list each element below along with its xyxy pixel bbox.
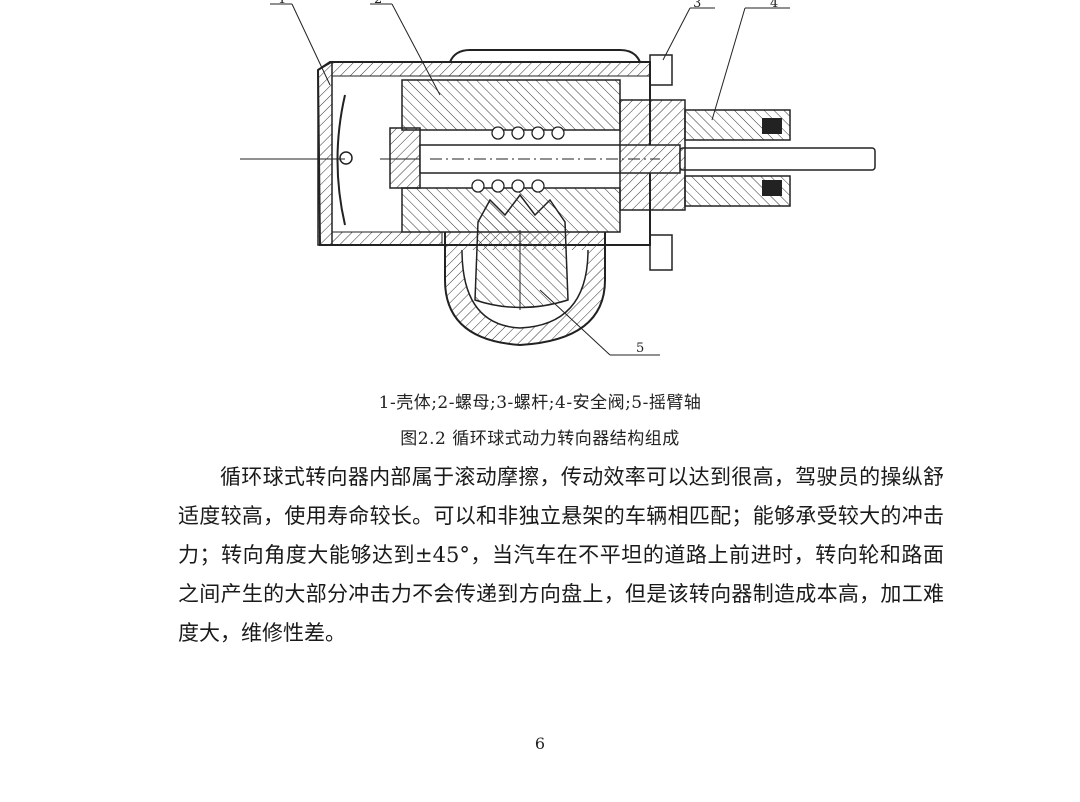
- body-paragraph: 循环球式转向器内部属于滚动摩擦，传动效率可以达到很高，驾驶员的操纵舒适度较高，使…: [178, 465, 944, 645]
- nut-block: [401, 79, 621, 233]
- figure-legend: 1-壳体;2-螺母;3-螺杆;4-安全阀;5-摇臂轴: [378, 393, 702, 413]
- steering-gear-diagram: 1 2 3 4 5: [240, 0, 876, 356]
- housing: [316, 49, 651, 246]
- figure-caption: 图2.2 循环球式动力转向器结构组成: [400, 429, 680, 449]
- callout-5: 5: [636, 341, 644, 356]
- valve-assembly: [619, 54, 791, 271]
- callout-4: 4: [770, 0, 778, 11]
- callout-labels: 1 2 3 4 5: [270, 0, 790, 356]
- callout-1: 1: [278, 0, 286, 7]
- callout-3: 3: [693, 0, 701, 11]
- sector-shaft: [444, 193, 606, 347]
- page-number: 6: [534, 734, 546, 753]
- callout-2: 2: [374, 0, 382, 7]
